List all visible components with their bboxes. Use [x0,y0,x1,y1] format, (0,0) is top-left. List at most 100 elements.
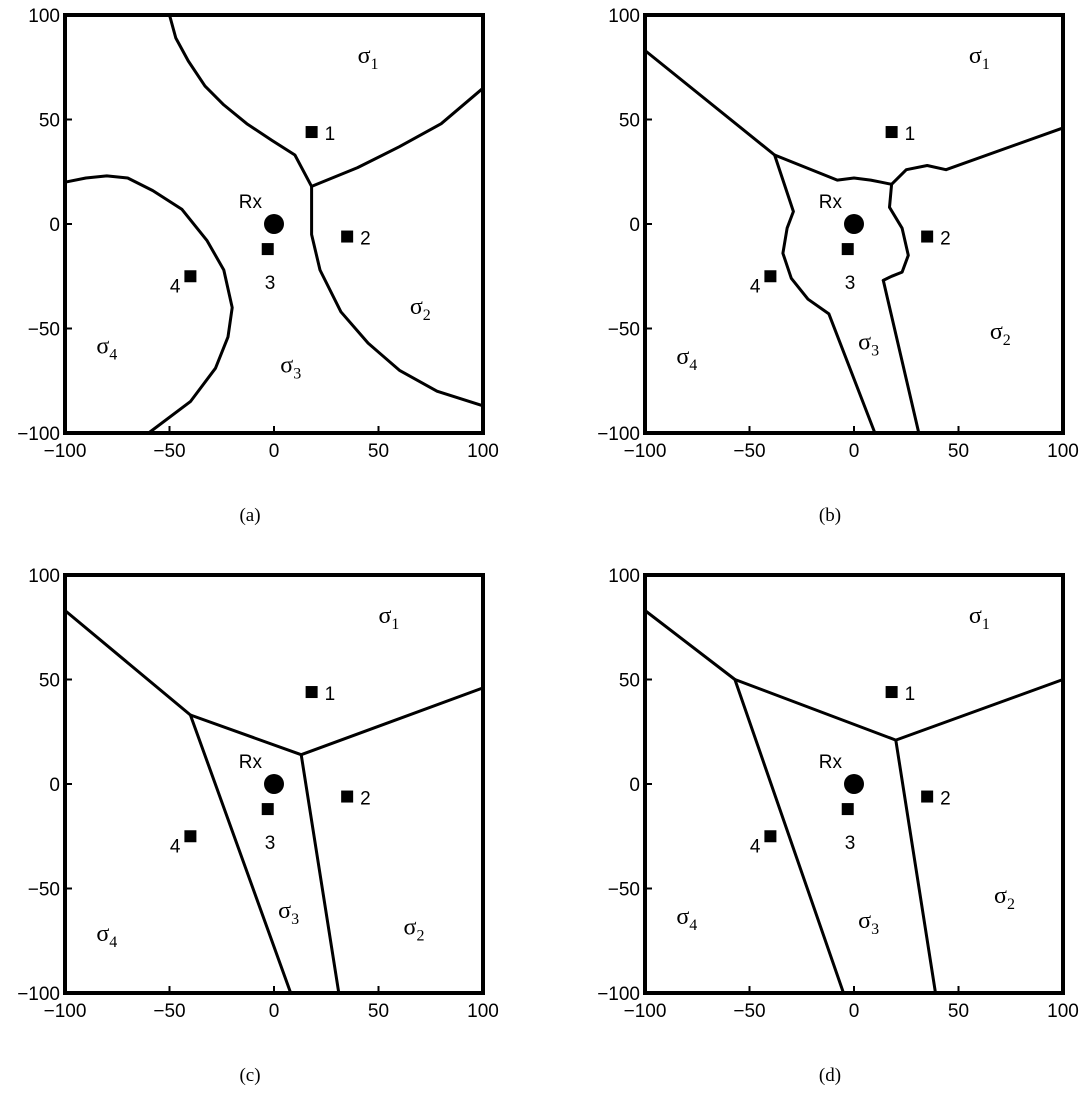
transmitter-label: 1 [325,684,336,705]
y-tick-label: −50 [608,320,640,341]
transmitter-marker [921,230,934,243]
y-tick-label: 50 [39,671,60,692]
x-tick-label: −100 [624,441,667,462]
y-tick-label: 50 [39,111,60,132]
x-tick-label: −100 [44,1001,87,1022]
receiver-marker [844,214,864,234]
transmitter-marker [184,270,197,283]
y-tick-label: 100 [28,6,60,27]
region-subscript: 4 [689,917,697,934]
region-subscript: 4 [109,934,117,951]
x-tick-label: −50 [733,441,765,462]
region-sigma: σ [378,603,391,629]
transmitter-label: 1 [905,684,916,705]
region-boundary [773,153,877,435]
region-label: σ4 [676,904,697,934]
region-boundary [310,184,485,408]
region-boundary [733,678,845,995]
transmitter-marker [305,126,318,139]
region-sigma: σ [994,883,1007,909]
panel-3: −100−100−50−500050501001001234Rxσ1σ2σ3σ4… [17,566,499,1086]
region-label: σ1 [969,43,990,73]
transmitter-marker [885,686,898,699]
transmitter-label: 1 [325,124,336,145]
transmitter-label: 4 [170,276,181,297]
x-tick-label: 0 [849,1001,860,1022]
region-label: σ4 [676,344,697,374]
transmitter-marker [885,126,898,139]
region-sigma: σ [858,329,871,355]
region-subscript: 1 [982,56,990,73]
region-label: σ2 [410,294,431,324]
region-subscript: 2 [1007,896,1015,913]
transmitter-marker [305,686,318,699]
transmitter-label: 2 [940,789,951,810]
panel-caption: (b) [819,505,841,526]
region-boundary [643,49,894,186]
region-subscript: 1 [371,56,379,73]
region-sigma: σ [96,921,109,947]
transmitter-label: 3 [265,273,276,294]
receiver-label: Rx [239,752,263,773]
y-tick-label: 50 [619,671,640,692]
region-subscript: 3 [293,365,301,382]
region-sigma: σ [358,43,371,69]
region-sigma: σ [676,904,689,930]
x-tick-label: 100 [1047,441,1079,462]
receiver-marker [264,774,284,794]
y-tick-label: 50 [619,111,640,132]
region-label: σ3 [858,329,879,359]
x-tick-label: −100 [624,1001,667,1022]
region-subscript: 3 [871,921,879,938]
region-subscript: 2 [1003,332,1011,349]
y-tick-label: −100 [597,984,640,1005]
x-tick-label: 0 [269,441,280,462]
region-subscript: 1 [982,616,990,633]
region-boundary [881,278,921,435]
y-tick-label: −50 [28,880,60,901]
y-tick-label: −50 [28,320,60,341]
region-sigma: σ [404,914,417,940]
transmitter-marker [841,243,854,256]
region-label: σ3 [280,352,301,382]
y-tick-label: 0 [49,215,60,236]
region-boundary [890,126,1065,186]
region-boundary [188,713,293,995]
y-tick-label: 0 [629,775,640,796]
region-subscript: 2 [416,927,424,944]
x-tick-label: 50 [368,441,389,462]
region-boundary [894,738,937,995]
y-tick-label: −100 [17,984,60,1005]
region-sigma: σ [410,294,423,320]
region-subscript: 3 [291,911,299,928]
x-tick-label: −50 [153,441,185,462]
transmitter-label: 3 [265,833,276,854]
y-tick-label: 0 [49,775,60,796]
x-tick-label: −50 [153,1001,185,1022]
region-boundary [881,182,910,282]
x-tick-label: 50 [368,1001,389,1022]
transmitter-label: 2 [940,229,951,250]
receiver-marker [264,214,284,234]
region-sigma: σ [858,908,871,934]
transmitter-marker [184,830,197,843]
y-tick-label: 100 [28,566,60,587]
region-label: σ4 [96,334,117,364]
region-sigma: σ [969,43,982,69]
region-label: σ1 [378,603,399,633]
region-label: σ1 [358,43,379,73]
receiver-label: Rx [819,752,843,773]
transmitter-marker [764,830,777,843]
region-label: σ2 [404,914,425,944]
transmitter-label: 4 [750,276,761,297]
transmitter-marker [261,243,274,256]
transmitter-label: 3 [845,833,856,854]
region-sigma: σ [676,344,689,370]
region-label: σ4 [96,921,117,951]
region-subscript: 3 [871,342,879,359]
y-tick-label: 100 [608,6,640,27]
transmitter-marker [841,803,854,816]
x-tick-label: 0 [269,1001,280,1022]
region-sigma: σ [278,898,291,924]
